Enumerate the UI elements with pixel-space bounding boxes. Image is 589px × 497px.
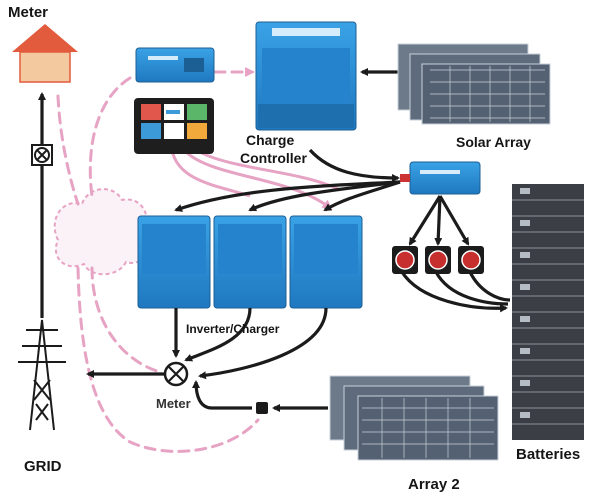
battery-protector-device (400, 161, 481, 195)
touch-display (134, 98, 214, 154)
inverter-charger-label: Inverter/Charger (186, 322, 280, 336)
inverter-output-lines (172, 307, 328, 380)
charge-controller-label-2: Controller (240, 150, 307, 166)
cloud-icon (53, 188, 151, 276)
power-cables (174, 148, 511, 313)
array2-label: Array 2 (408, 476, 460, 493)
array2-to-meter-line (192, 380, 252, 410)
bottom-meter-label: Meter (156, 396, 191, 411)
inverter-charger-units (137, 215, 363, 309)
bottom-meter-icon (163, 361, 189, 387)
solar-array-panels (397, 43, 551, 125)
micro-inverter-icon (256, 402, 268, 414)
data-hub-device (135, 47, 215, 83)
charge-controller-label-1: Charge (246, 132, 295, 148)
battery-stack (512, 184, 584, 440)
grid-label: GRID (24, 458, 62, 475)
batteries-label: Batteries (516, 446, 581, 463)
fuse-icons (392, 246, 484, 274)
house-icon (12, 24, 78, 83)
solar-array-label: Solar Array (456, 134, 531, 150)
transmission-tower-icon (18, 319, 66, 431)
top-meter-label: Meter (8, 4, 49, 21)
charge-controller-unit (255, 21, 357, 131)
array2-panels (329, 375, 499, 461)
data-link-lines (56, 67, 341, 453)
top-meter-icon (31, 144, 53, 166)
